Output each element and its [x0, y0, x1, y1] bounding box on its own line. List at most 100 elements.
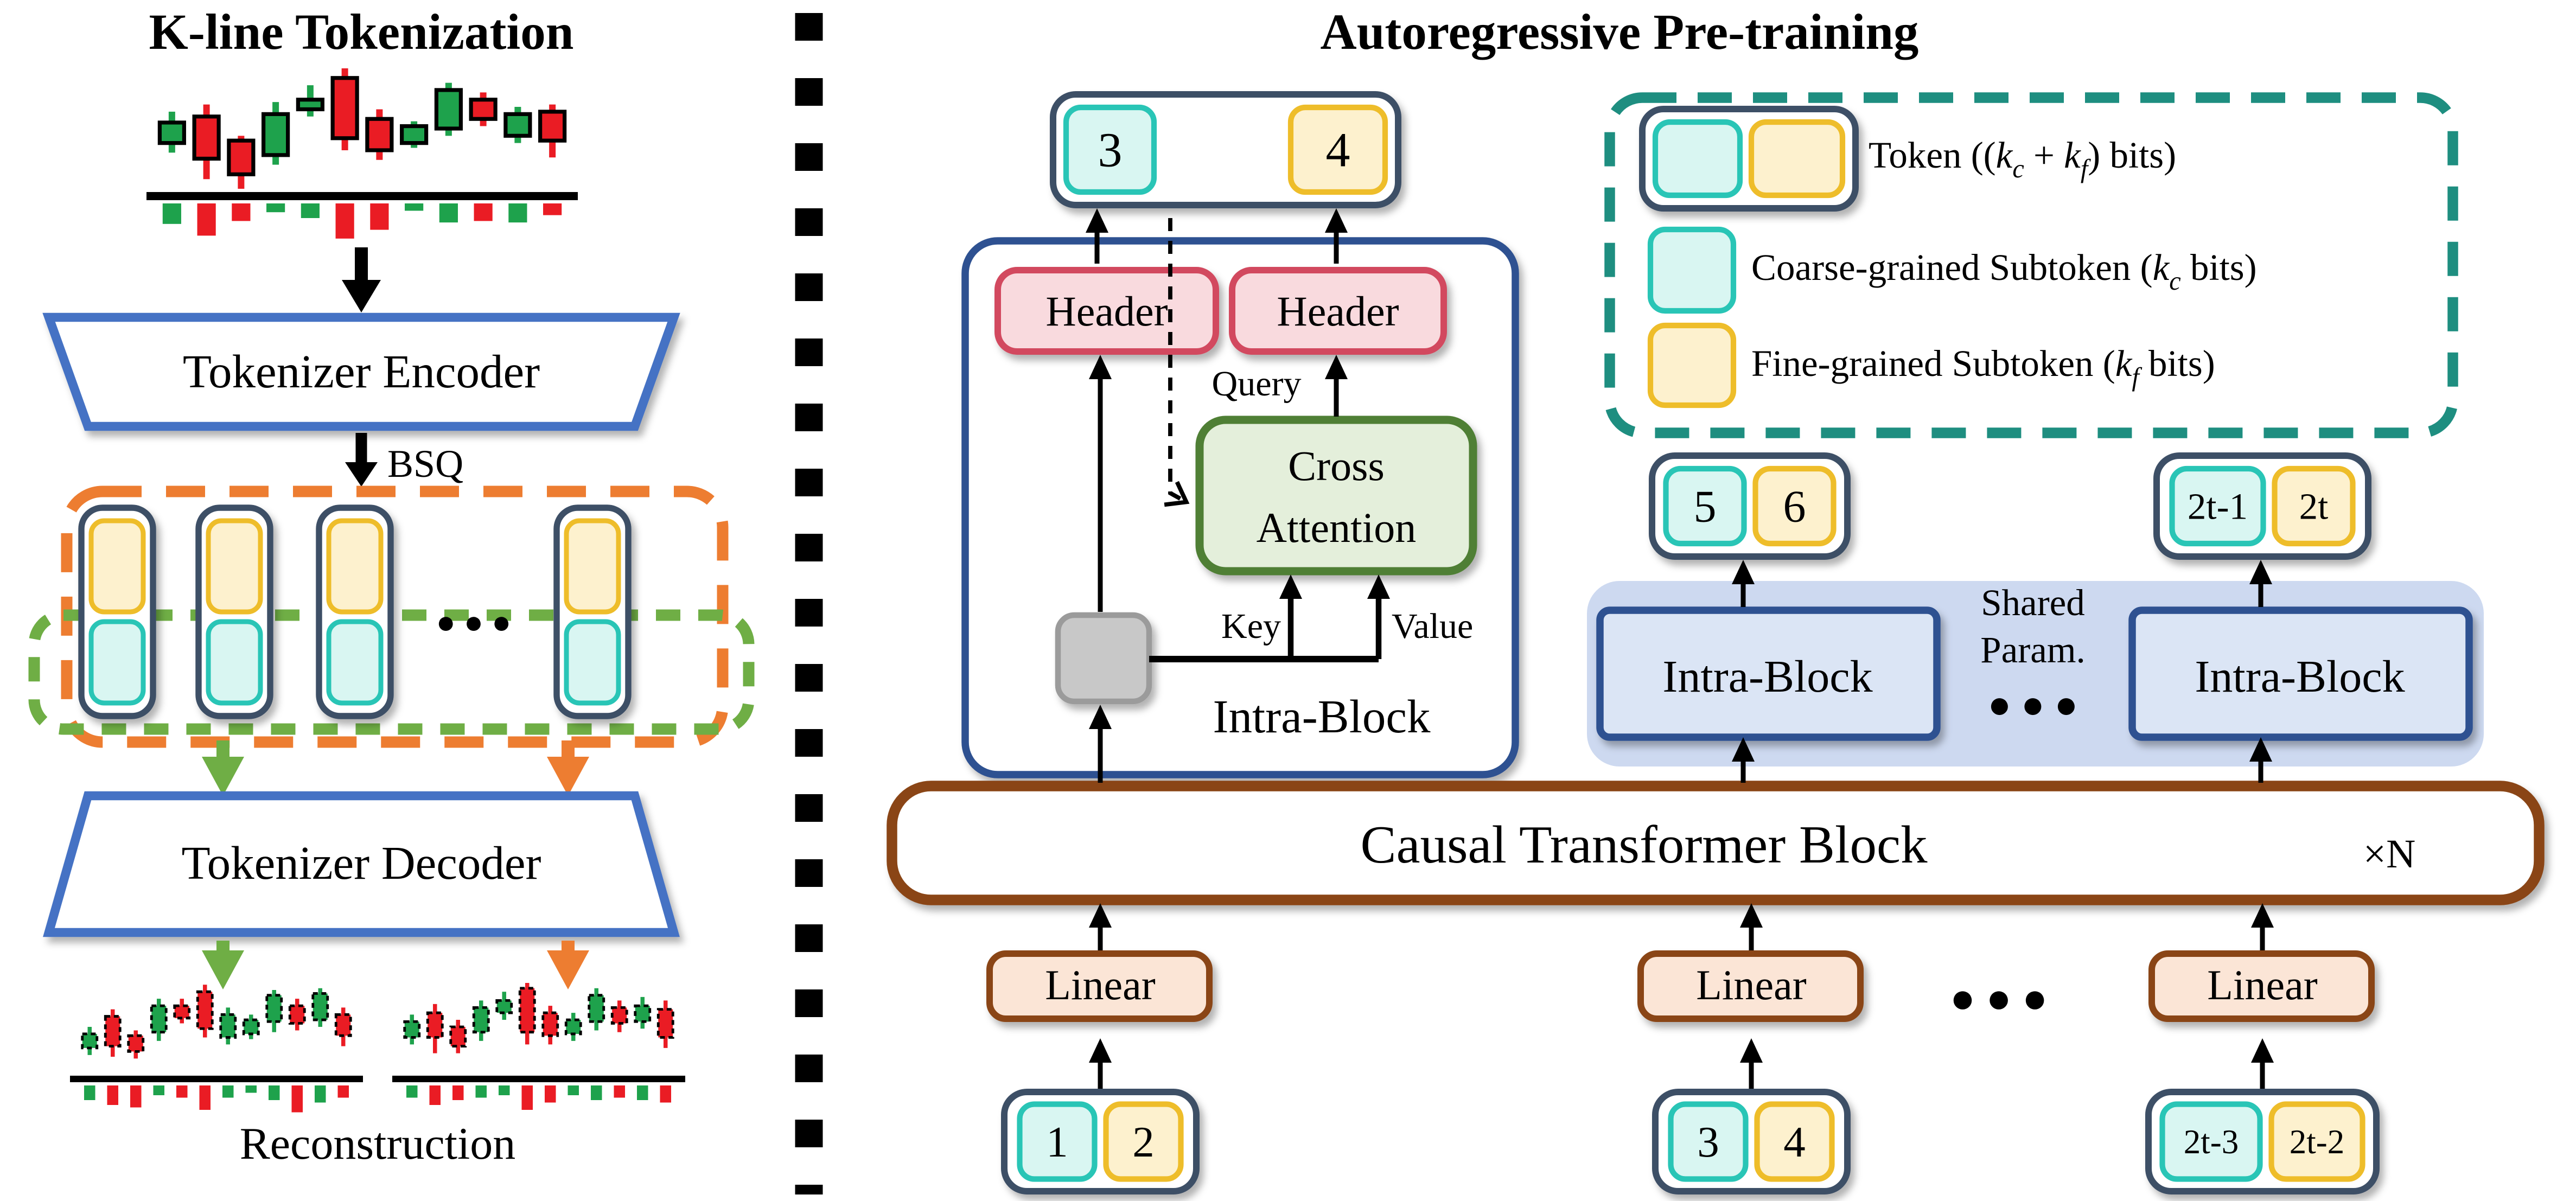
fine-subtoken-icon	[564, 518, 621, 615]
tokenizer-encoder-label: Tokenizer Encoder	[183, 345, 540, 398]
coarse-subtoken-icon	[206, 619, 263, 706]
svg-text:5: 5	[1694, 482, 1717, 532]
quantized-token-pair-3	[316, 504, 394, 719]
svg-text:Cross: Cross	[1288, 442, 1385, 489]
linear-block-right: Linear	[2148, 950, 2375, 1022]
fine-subtoken-icon	[2272, 465, 2356, 547]
svg-text:Header: Header	[1277, 288, 1399, 335]
intra-block-arrows	[1086, 152, 1390, 662]
legend-fine-subtoken-icon	[1647, 322, 1737, 408]
coarse-subtoken-icon	[88, 619, 146, 706]
tokenizer-decoder-label: Tokenizer Decoder	[182, 836, 541, 889]
svg-text:Intra-Block: Intra-Block	[1662, 651, 1872, 702]
right-panel-title: Autoregressive Pre-training	[1321, 4, 1919, 60]
svg-text:2: 2	[1132, 1117, 1155, 1166]
input-kline-chart-icon	[146, 68, 578, 239]
fine-subtoken-icon	[88, 518, 146, 615]
linear-row-ellipsis: ● ● ●	[1950, 974, 2048, 1021]
legend-coarse-subtoken-icon	[1647, 226, 1737, 314]
key-label: Key	[1221, 606, 1281, 646]
coarse-subtoken-icon	[2169, 465, 2266, 547]
linear-block-mid: Linear	[1637, 950, 1864, 1022]
svg-text:2t-3: 2t-3	[2184, 1123, 2239, 1161]
bsq-label: BSQ	[387, 442, 463, 485]
repeat-n-label: ×N	[2363, 832, 2415, 877]
flow-arrows	[1089, 560, 2274, 1089]
intra-block-label: Intra-Block	[1213, 690, 1431, 743]
legend-token-pair-icon	[1639, 106, 1859, 212]
svg-text:Header: Header	[1045, 288, 1168, 335]
header-block-right: Header	[1229, 267, 1447, 355]
legend-box	[1604, 92, 2458, 438]
fine-subtoken-icon	[206, 518, 263, 615]
fine-subtoken-icon	[1287, 104, 1388, 195]
svg-text:3: 3	[1697, 1117, 1719, 1166]
shared-param-ellipsis: ● ● ●	[1988, 683, 2078, 726]
tokenizer-encoder	[42, 312, 680, 431]
fine-subtoken-icon	[1103, 1101, 1184, 1182]
reconstructed-kline-right-icon	[392, 983, 685, 1110]
reconstructed-kline-left-icon	[70, 985, 363, 1113]
shared-param-label-2: Param.	[1980, 629, 2086, 670]
svg-text:Intra-Block: Intra-Block	[2195, 651, 2405, 702]
left-panel-title: K-line Tokenization	[149, 4, 574, 60]
svg-text:3: 3	[1098, 124, 1123, 177]
reconstruction-label: Reconstruction	[240, 1119, 516, 1169]
token-pair-input-right: 2t-3 2t-2	[2145, 1089, 2380, 1194]
svg-text:Linear: Linear	[1045, 961, 1156, 1008]
token-pair-output-right: 2t-1 2t	[2153, 452, 2371, 560]
quantized-token-pair-2	[195, 504, 273, 719]
bsq-arrow-icon	[345, 433, 378, 487]
svg-text:6: 6	[1783, 482, 1806, 532]
legend-token-label: Token ((kc + kf) bits)	[1869, 135, 2176, 183]
coarse-subtoken-icon	[2159, 1101, 2263, 1182]
svg-text:1: 1	[1046, 1117, 1068, 1166]
fine-subtoken-icon	[2268, 1101, 2365, 1182]
svg-text:Attention: Attention	[1257, 504, 1417, 551]
svg-text:Linear: Linear	[1696, 961, 1807, 1008]
quantized-token-pair-1	[78, 504, 156, 719]
fine-subtoken-icon	[326, 518, 384, 615]
header-block-left: Header	[994, 267, 1219, 355]
coarse-subtoken-icon	[1017, 1101, 1098, 1182]
svg-text:4: 4	[1326, 124, 1350, 177]
svg-text:2t: 2t	[2299, 485, 2329, 527]
fine-subtoken-icon	[1752, 465, 1837, 547]
fine-subtoken-icon	[1754, 1101, 1835, 1182]
decoder-input-arrows	[202, 740, 589, 796]
intra-block-mid: Intra-Block	[1596, 606, 1941, 741]
tokenizer-decoder	[43, 791, 680, 937]
svg-text:2t-1: 2t-1	[2188, 485, 2248, 527]
coarse-subtoken-icon	[1663, 465, 1747, 547]
svg-text:Linear: Linear	[2207, 961, 2318, 1008]
value-label: Value	[1392, 606, 1473, 646]
quantized-token-pair-4	[553, 504, 632, 719]
causal-transformer-label: Causal Transformer Block	[1361, 815, 1928, 874]
query-dashed-arrow	[1143, 152, 1185, 501]
hidden-state-box	[1055, 612, 1152, 705]
down-arrow-icon	[342, 247, 381, 312]
cross-attention-block: Cross Attention	[1195, 416, 1477, 576]
svg-text:4: 4	[1783, 1117, 1806, 1166]
token-ellipsis: ● ● ●	[436, 604, 512, 640]
svg-text:2t-2: 2t-2	[2290, 1123, 2344, 1161]
coarse-subtoken-icon	[326, 619, 384, 706]
legend-fine-label: Fine-grained Subtoken (kf bits)	[1751, 343, 2215, 392]
legend-coarse-label: Coarse-grained Subtoken (kc bits)	[1751, 247, 2257, 296]
quantized-token-pairs	[78, 504, 632, 719]
query-label: Query	[1212, 364, 1302, 404]
shared-param-label-1: Shared	[1981, 582, 2085, 623]
coarse-subtoken-icon	[1063, 104, 1157, 195]
linear-block-left: Linear	[986, 950, 1213, 1022]
legend-samples	[1639, 106, 1859, 408]
coarse-subtoken-icon	[564, 619, 621, 706]
coarse-subtoken-green-dashed-box	[28, 609, 755, 735]
causal-transformer-block	[887, 781, 2545, 905]
decoder-output-arrows	[202, 941, 589, 989]
